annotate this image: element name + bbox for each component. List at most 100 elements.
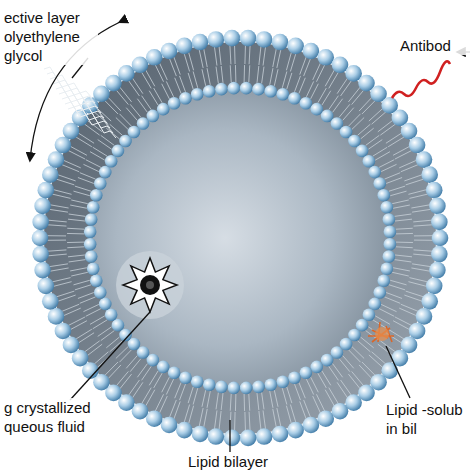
lipid-tail [149,371,158,385]
part-label: Lipid -solub in bil [384,400,472,438]
lipid-head [303,417,320,434]
lipid-tail [311,84,319,99]
lipid-head [203,85,216,98]
lipid-tail [381,164,396,171]
lipid-tail [390,191,406,196]
lipid-tail [329,96,339,110]
leader-line [70,312,150,400]
lipid-head [48,308,65,325]
leader-line [229,420,230,452]
lipid-head [55,137,72,154]
lipid-tail [244,65,245,82]
lipid-tail [282,388,287,404]
lipid-head [321,354,334,367]
part-label: Antibod [398,36,472,55]
lipid-tail [349,350,361,362]
lipid-head [256,31,273,48]
lipid-tail [262,392,264,409]
lipid-tail [395,219,412,221]
lipid-tail [393,205,410,208]
lipid-tail [295,76,301,92]
lipid-head [421,293,438,310]
lipid-head [63,337,80,354]
lipid-tail [299,78,305,94]
lipid-tail [274,390,278,407]
lipid-head [429,198,446,215]
lipid-head [368,166,381,179]
peg-chain [53,82,101,113]
lipid-head [384,226,397,239]
lipid-tail [343,356,354,369]
lipid-tail [207,68,210,85]
lipid-head [252,381,265,394]
lipid-head [373,177,386,190]
lipid-tail [389,285,405,290]
lipid-head [264,85,277,98]
lipid-head [94,177,107,190]
lipid-tail [78,293,94,299]
lipid-tail [358,124,371,135]
lipid-tail [70,268,87,271]
lipid-tail [83,304,98,311]
lipid-tail [306,379,313,394]
lipid-tail [343,108,354,121]
part-label: g crystallized queous fluid [2,398,106,436]
lipid-tail [352,347,364,359]
lipid-tail [202,390,206,407]
lipid-tail [375,152,390,160]
leader-line [386,346,410,398]
lipid-tail [80,297,96,303]
lipid-head [87,262,100,275]
lipid-tail [126,108,137,121]
drug-crystal [116,251,184,319]
peg-chain [62,97,110,128]
lipid-tail [142,366,152,380]
lipid-tail [230,394,232,411]
lipid-head [277,375,290,388]
lipid-tail [299,382,305,398]
peg-chain [68,107,116,138]
lipid-tail [73,280,89,285]
lipid-head [240,382,253,395]
lipid-head [381,262,394,275]
lipid-tail [193,388,198,404]
lipid-tail [257,66,259,83]
lipid-tail [67,228,84,230]
lipid-head [84,238,97,251]
lipid-tail [274,69,278,86]
lipid-tail [75,186,91,191]
lipid-tail [287,73,292,89]
lipid-head [317,410,334,427]
lipid-head [132,56,149,73]
lipid-tail [70,205,87,208]
lipid-tail [175,382,181,398]
lipid-head [421,166,438,183]
lipid-head [287,422,304,439]
lipid-tail [80,173,96,179]
lipid-head [161,417,178,434]
lipid-tail [126,356,137,369]
lipid-head [240,430,257,447]
lipid-head [256,428,273,445]
lipid-tail [318,373,326,388]
lipid-tail [396,242,413,243]
lipid-tail [130,104,141,117]
lipid-tail [384,297,400,303]
lipid-tail [270,68,273,85]
lipid-head [416,151,433,168]
lipid-tail [207,391,210,408]
lipid-head [224,30,241,47]
lipid-tail [270,391,273,408]
lipid-head [42,166,59,183]
lipid-head [179,92,192,105]
peg-chain [44,67,92,98]
lipid-head [303,43,320,60]
lipid-head [85,250,98,263]
lipid-head [432,230,449,247]
lipid-tail [392,272,409,276]
lipid-head [168,97,181,110]
lipid-tail [180,76,186,92]
lipid-head [383,213,396,226]
lipid-tail [244,394,245,411]
lipid-head [32,214,49,231]
